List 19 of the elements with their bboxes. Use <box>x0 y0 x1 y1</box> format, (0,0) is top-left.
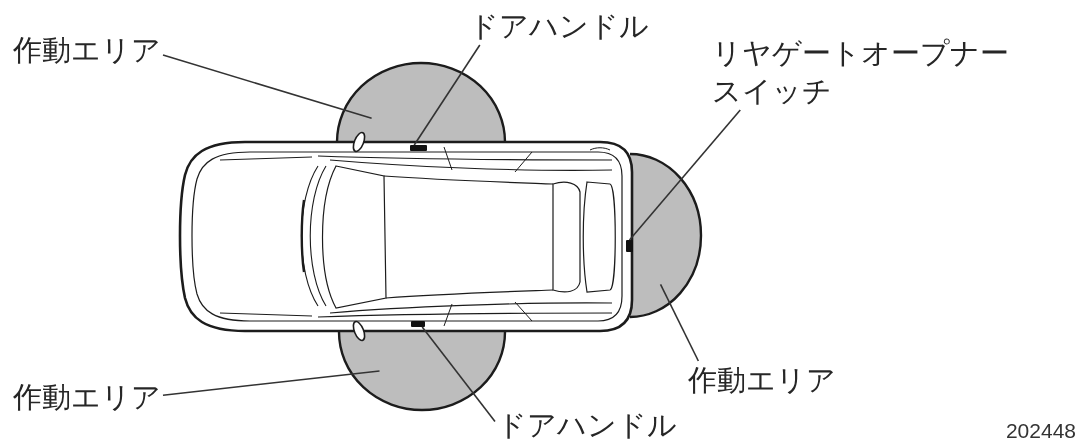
door-handle <box>410 145 427 151</box>
callout-label: 作動エリア <box>13 32 161 68</box>
door-handle <box>411 321 425 327</box>
operating-area <box>628 152 703 319</box>
leader-line <box>628 109 742 241</box>
leader-line <box>421 326 496 423</box>
switch <box>626 240 633 252</box>
callout-label: リヤゲートオープナースイッチ <box>712 35 1010 110</box>
operating-area <box>337 330 507 412</box>
figure-number: 202448 <box>1005 420 1076 441</box>
leader-line <box>162 370 381 396</box>
leader-line <box>659 283 700 362</box>
callout-label: 作動エリア <box>688 362 836 398</box>
leader-line <box>413 44 481 146</box>
callout-label: 作動エリア <box>13 379 161 415</box>
operating-area <box>335 61 507 144</box>
callout-label: ドアハンドル <box>469 8 649 44</box>
leader-line <box>162 54 373 120</box>
callout-label: ドアハンドル <box>497 407 677 443</box>
